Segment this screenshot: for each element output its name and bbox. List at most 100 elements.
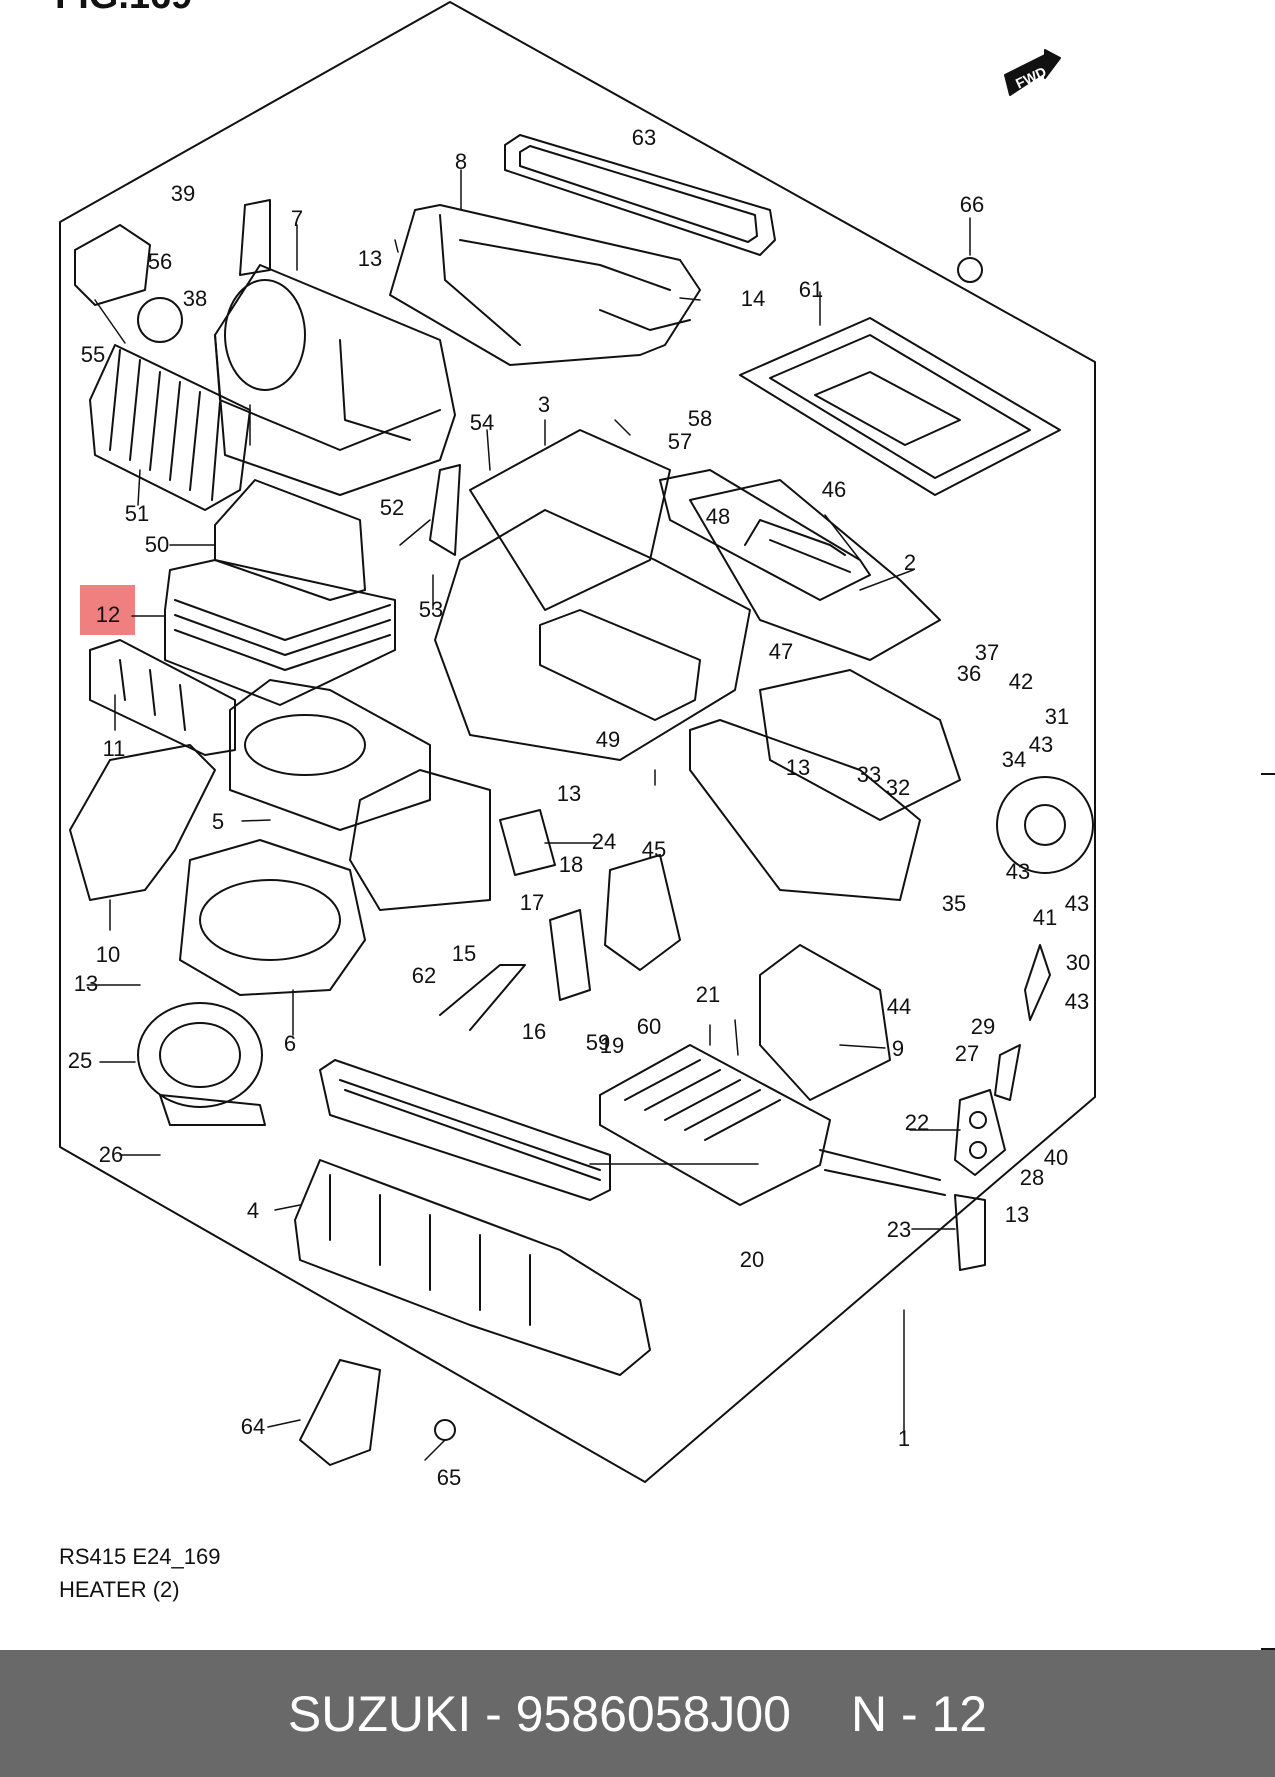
diagram-title: HEATER (2) bbox=[59, 1577, 180, 1602]
callout-60: 60 bbox=[637, 1014, 661, 1039]
part-expansion-valve bbox=[549, 909, 591, 1001]
part-heater-core bbox=[599, 1044, 946, 1206]
part-resistor bbox=[499, 809, 556, 876]
footer-note: N - 12 bbox=[850, 1685, 988, 1742]
assembly-border bbox=[59, 1, 1096, 1483]
callout-53: 53 bbox=[419, 597, 443, 622]
callout-43-4: 43 bbox=[1065, 989, 1089, 1014]
part-lever-30 bbox=[1024, 944, 1051, 1021]
edge-marks bbox=[1261, 773, 1275, 1650]
part-pipe bbox=[439, 964, 526, 1031]
part-air-filter-element bbox=[164, 479, 396, 706]
callout-7: 7 bbox=[291, 206, 303, 231]
callout-21: 21 bbox=[696, 982, 720, 1007]
part-nut-66 bbox=[957, 257, 983, 283]
part-upper-duct bbox=[389, 204, 701, 366]
callout-57: 57 bbox=[668, 429, 692, 454]
callout-3: 3 bbox=[538, 392, 550, 417]
callout-28: 28 bbox=[1020, 1165, 1044, 1190]
footer-part-number: 9586058J00 bbox=[515, 1685, 791, 1742]
highlight-box bbox=[80, 585, 135, 635]
part-evaporator bbox=[319, 1059, 611, 1201]
part-blower-casing bbox=[229, 679, 491, 911]
callout-65: 65 bbox=[437, 1465, 461, 1490]
callout-36: 36 bbox=[957, 661, 981, 686]
callout-13-4: 13 bbox=[74, 971, 98, 996]
part-bracket bbox=[954, 1194, 986, 1271]
callout-11: 11 bbox=[103, 736, 126, 761]
callout-14: 14 bbox=[741, 286, 765, 311]
callout-43: 43 bbox=[1029, 732, 1053, 757]
callout-51: 51 bbox=[125, 501, 149, 526]
callout-42: 42 bbox=[1009, 669, 1033, 694]
part-actuator-55 bbox=[74, 224, 151, 306]
callout-13-3: 13 bbox=[557, 781, 581, 806]
part-nut-65 bbox=[434, 1419, 456, 1441]
callout-46: 46 bbox=[822, 477, 846, 502]
callout-13-5: 13 bbox=[1005, 1202, 1029, 1227]
callout-19: 19 bbox=[600, 1033, 624, 1058]
callout-17: 17 bbox=[520, 890, 544, 915]
callout-8: 8 bbox=[455, 149, 467, 174]
callout-27: 27 bbox=[955, 1041, 979, 1066]
callout-43-2: 43 bbox=[1006, 859, 1030, 884]
part-defrost-duct bbox=[759, 944, 891, 1101]
part-link-27 bbox=[994, 1044, 1021, 1101]
part-filter-frame bbox=[739, 317, 1061, 496]
part-intake-grille bbox=[89, 344, 251, 511]
callout-1: 1 bbox=[898, 1426, 910, 1451]
callout-10: 10 bbox=[96, 942, 120, 967]
callout-18: 18 bbox=[559, 852, 583, 877]
fwd-arrow-icon bbox=[1004, 49, 1061, 96]
callout-56: 56 bbox=[148, 249, 172, 274]
part-side-duct bbox=[69, 744, 216, 901]
callout-48: 48 bbox=[706, 504, 730, 529]
callout-38: 38 bbox=[183, 286, 207, 311]
part-callouts: 1234567891011121313131313141516171819202… bbox=[68, 125, 1090, 1490]
part-drain-hose bbox=[299, 1359, 381, 1466]
callout-12: 12 bbox=[96, 602, 120, 627]
part-bracket-52 bbox=[429, 464, 461, 556]
callout-62: 62 bbox=[412, 963, 436, 988]
callout-59: 59 bbox=[586, 1030, 610, 1055]
callout-44: 44 bbox=[887, 994, 911, 1019]
footer-brand: SUZUKI bbox=[287, 1685, 472, 1742]
callout-54: 54 bbox=[470, 410, 494, 435]
callout-22: 22 bbox=[905, 1110, 929, 1135]
part-heater-unit-case bbox=[434, 429, 961, 901]
callout-52: 52 bbox=[380, 495, 404, 520]
figure-title: FIG.169 bbox=[55, 0, 192, 17]
callout-35: 35 bbox=[942, 891, 966, 916]
callout-49: 49 bbox=[596, 727, 620, 752]
part-link-56 bbox=[137, 297, 183, 343]
callout-61: 61 bbox=[799, 277, 823, 302]
callout-6: 6 bbox=[284, 1031, 296, 1056]
callout-64: 64 bbox=[241, 1414, 265, 1439]
callout-26: 26 bbox=[99, 1142, 123, 1167]
callout-55: 55 bbox=[81, 342, 105, 367]
leader-lines bbox=[86, 169, 971, 1461]
callout-9: 9 bbox=[892, 1036, 904, 1061]
part-lower-case bbox=[294, 1159, 651, 1376]
callout-31: 31 bbox=[1045, 704, 1069, 729]
callout-40: 40 bbox=[1044, 1145, 1068, 1170]
callout-32: 32 bbox=[886, 775, 910, 800]
callout-29: 29 bbox=[971, 1014, 995, 1039]
part-gasket bbox=[954, 1089, 1006, 1176]
callout-25: 25 bbox=[68, 1048, 92, 1073]
footer-bar: SUZUKI - 9586058J00 N - 12 bbox=[0, 1650, 1275, 1777]
callout-66: 66 bbox=[960, 192, 984, 217]
part-grommet bbox=[604, 854, 681, 971]
callout-45: 45 bbox=[642, 837, 666, 862]
callout-2: 2 bbox=[904, 550, 916, 575]
part-blower-motor bbox=[137, 839, 366, 1126]
callout-58: 58 bbox=[688, 406, 712, 431]
callout-47: 47 bbox=[769, 639, 793, 664]
callout-30: 30 bbox=[1066, 950, 1090, 975]
callout-13: 13 bbox=[358, 246, 382, 271]
part-mode-actuator bbox=[996, 776, 1094, 874]
footer-separator: - bbox=[471, 1685, 516, 1742]
callout-50: 50 bbox=[145, 532, 169, 557]
callout-20: 20 bbox=[740, 1247, 764, 1272]
part-upper-housing bbox=[214, 199, 456, 496]
